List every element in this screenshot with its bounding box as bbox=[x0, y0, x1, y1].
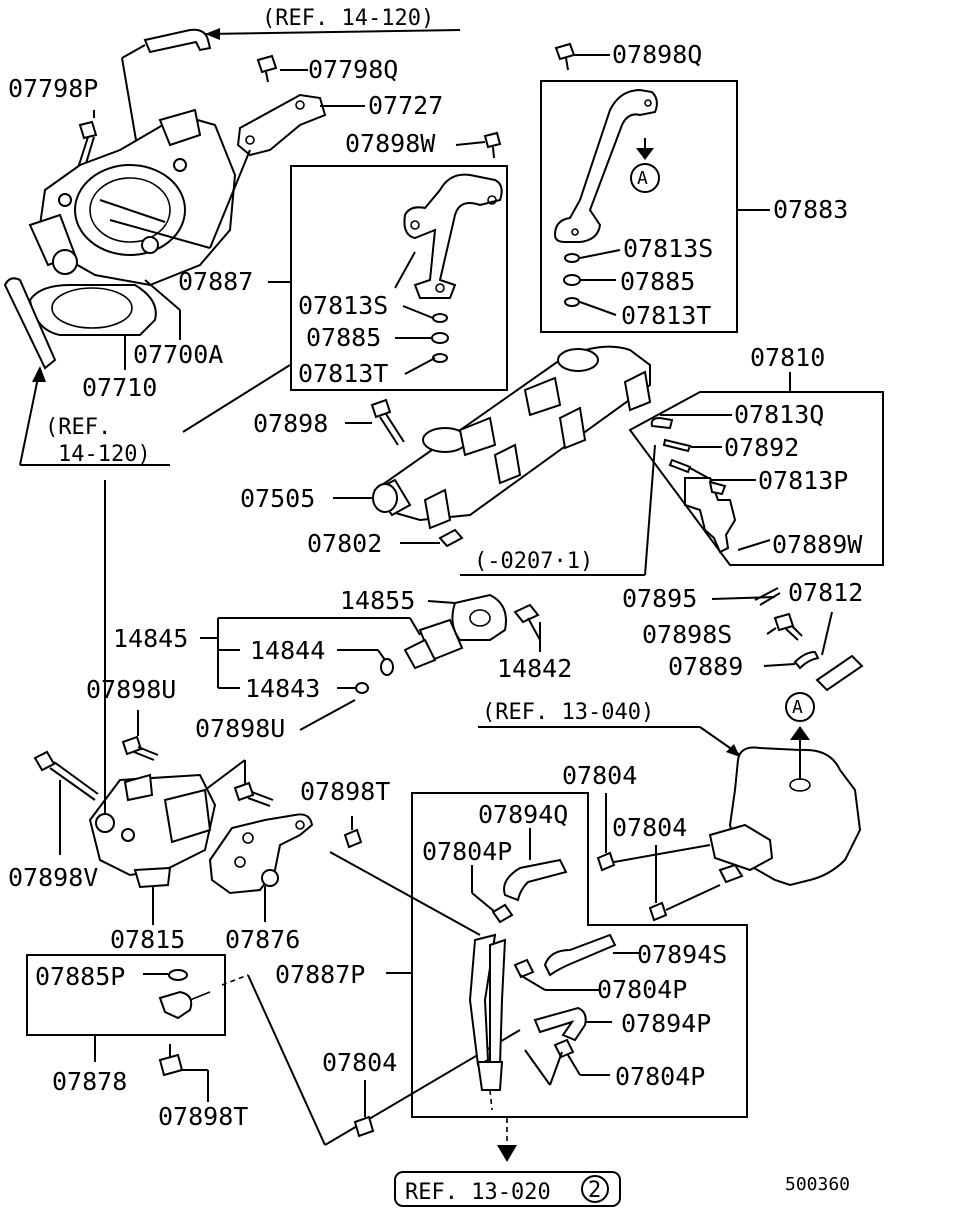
part-label-07505: 07505 bbox=[240, 484, 315, 513]
part-label-07885-a: 07885 bbox=[306, 323, 381, 352]
ref-13-040-label: (REF. 13-040) bbox=[482, 700, 654, 725]
part-label-07815: 07815 bbox=[110, 925, 185, 954]
delivery-pipe-kit-07883 bbox=[540, 42, 770, 333]
callout-a-lower: A bbox=[792, 697, 803, 718]
date-note-label: (-0207·1) bbox=[474, 549, 593, 574]
part-label-07813S-a: 07813S bbox=[298, 291, 388, 320]
part-label-07898Q: 07898Q bbox=[612, 40, 702, 69]
intake-manifold-drawing bbox=[478, 692, 862, 887]
ref-14-120-left-line1: (REF. bbox=[45, 415, 111, 440]
part-label-07898T-b: 07898T bbox=[158, 1102, 248, 1131]
part-label-07700A: 07700A bbox=[133, 340, 223, 369]
part-label-07898: 07898 bbox=[253, 409, 328, 438]
part-label-14843: 14843 bbox=[245, 674, 320, 703]
part-label-07798Q: 07798Q bbox=[308, 55, 398, 84]
part-label-07885-b: 07885 bbox=[620, 267, 695, 296]
part-label-07898U-a: 07898U bbox=[86, 675, 176, 704]
part-label-07898U-b: 07898U bbox=[195, 714, 285, 743]
part-label-07876: 07876 bbox=[225, 925, 300, 954]
part-label-07804-a: 07804 bbox=[562, 761, 637, 790]
injector-kit-07810 bbox=[460, 372, 884, 576]
part-label-07889: 07889 bbox=[668, 652, 743, 681]
part-label-07813S-b: 07813S bbox=[623, 234, 713, 263]
part-label-07885P: 07885P bbox=[35, 962, 125, 991]
part-label-07802: 07802 bbox=[307, 529, 382, 558]
part-label-14844: 14844 bbox=[250, 636, 325, 665]
part-label-07804-c: 07804 bbox=[322, 1048, 397, 1077]
part-label-07887P: 07887P bbox=[275, 960, 365, 989]
part-label-07894S: 07894S bbox=[637, 940, 727, 969]
part-label-07894Q: 07894Q bbox=[478, 800, 568, 829]
part-label-07710: 07710 bbox=[82, 373, 157, 402]
part-label-07895: 07895 bbox=[622, 584, 697, 613]
part-label-07898V: 07898V bbox=[8, 863, 98, 892]
part-label-07813P: 07813P bbox=[758, 466, 848, 495]
ref-13-020-label: REF. 13-020 bbox=[405, 1180, 551, 1205]
part-label-07898S: 07898S bbox=[642, 620, 732, 649]
ref-14-120-left-line2: 14-120) bbox=[58, 442, 151, 467]
part-label-07813T-b: 07813T bbox=[621, 301, 711, 330]
callout-labels: (REF. 14-120) 07798P 07798Q 07727 07898W… bbox=[8, 6, 863, 1205]
part-label-14845: 14845 bbox=[113, 624, 188, 653]
part-label-07898T-a: 07898T bbox=[300, 777, 390, 806]
callout-a-upper: A bbox=[637, 168, 648, 189]
pressure-sensor-14845 bbox=[200, 593, 541, 731]
ref-13-020-circle-number: 2 bbox=[588, 1178, 601, 1203]
part-label-07804P-b: 07804P bbox=[597, 975, 687, 1004]
part-label-07810: 07810 bbox=[750, 343, 825, 372]
part-label-07804P-a: 07804P bbox=[422, 837, 512, 866]
delivery-pipe-kit-07887 bbox=[268, 131, 508, 391]
throttle-components-lower bbox=[33, 480, 314, 925]
part-label-07883: 07883 bbox=[773, 195, 848, 224]
part-label-07889W: 07889W bbox=[772, 530, 863, 559]
fuel-rail-07505 bbox=[182, 345, 652, 548]
part-label-07892: 07892 bbox=[724, 433, 799, 462]
part-label-07813Q: 07813Q bbox=[734, 400, 824, 429]
part-label-07727: 07727 bbox=[368, 91, 443, 120]
throttle-body-drawing bbox=[3, 28, 461, 466]
diagram-id-label: 500360 bbox=[785, 1174, 850, 1195]
part-label-07804-b: 07804 bbox=[612, 813, 687, 842]
part-label-14842: 14842 bbox=[497, 654, 572, 683]
part-label-07887: 07887 bbox=[178, 267, 253, 296]
part-label-07813T-a: 07813T bbox=[298, 359, 388, 388]
part-label-07898W: 07898W bbox=[345, 129, 436, 158]
hose-kit-07887P bbox=[329, 792, 748, 1207]
misc-parts-right bbox=[711, 587, 864, 692]
part-label-07812: 07812 bbox=[788, 578, 863, 607]
part-label-07878: 07878 bbox=[52, 1067, 127, 1096]
part-label-14855: 14855 bbox=[340, 586, 415, 615]
ref-14-120-top-label: (REF. 14-120) bbox=[262, 6, 434, 31]
part-label-07804P-c: 07804P bbox=[615, 1062, 705, 1091]
part-label-07894P: 07894P bbox=[621, 1009, 711, 1038]
part-label-07798P: 07798P bbox=[8, 74, 98, 103]
